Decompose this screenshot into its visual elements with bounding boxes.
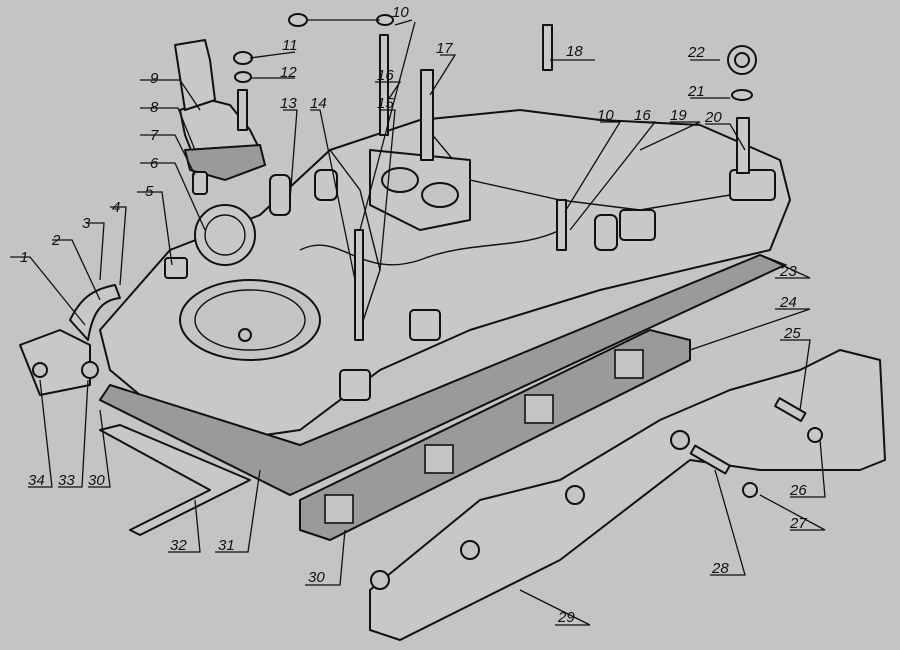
callout-15: 15 (377, 95, 394, 112)
callout-16: 16 (377, 67, 394, 84)
callout-24: 24 (779, 294, 797, 311)
thermostat (194, 204, 256, 266)
callout-4: 4 (112, 199, 120, 216)
callout-3: 3 (82, 215, 91, 232)
callout-1: 1 (20, 249, 28, 266)
callout-30b: 30 (308, 569, 325, 586)
throttle-bore (179, 279, 321, 361)
callout-19: 19 (670, 107, 687, 124)
callout-34: 34 (28, 472, 45, 489)
callout-21: 21 (687, 83, 705, 100)
callout-31: 31 (218, 537, 235, 554)
callout-32: 32 (170, 537, 187, 554)
callout-8: 8 (150, 99, 159, 116)
callout-7: 7 (150, 127, 159, 144)
callout-18: 18 (566, 43, 583, 60)
exhaust-manifold (369, 349, 886, 641)
callout-23: 23 (779, 263, 797, 280)
callout-20: 20 (704, 109, 722, 126)
callout-13: 13 (280, 95, 297, 112)
nut (288, 13, 308, 27)
heat-shield (99, 424, 251, 536)
leader-lines (10, 19, 826, 626)
callout-25: 25 (783, 325, 801, 342)
callout-22: 22 (687, 44, 705, 61)
callout-9: 9 (150, 70, 159, 87)
callout-12: 12 (280, 64, 297, 81)
callout-33: 33 (58, 472, 75, 489)
callout-17: 17 (436, 40, 453, 57)
callout-2: 2 (51, 232, 61, 249)
intake-gasket (98, 253, 788, 497)
callout-28: 28 (711, 560, 729, 577)
exhaust-gasket (299, 328, 691, 542)
callout-14: 14 (310, 95, 327, 112)
callout-10: 10 (392, 4, 409, 21)
callout-labels: 10 11 12 16 17 18 22 21 9 8 7 6 5 4 3 2 … (20, 4, 807, 626)
bosses (269, 169, 776, 401)
callout-26: 26 (789, 482, 807, 499)
callout-16b: 16 (634, 107, 651, 124)
callout-11: 11 (282, 37, 298, 54)
callout-6: 6 (150, 155, 159, 172)
callout-30: 30 (88, 472, 105, 489)
callout-10b: 10 (597, 107, 614, 124)
callout-27: 27 (789, 515, 807, 532)
callout-29: 29 (557, 609, 575, 626)
callout-5: 5 (145, 183, 154, 200)
